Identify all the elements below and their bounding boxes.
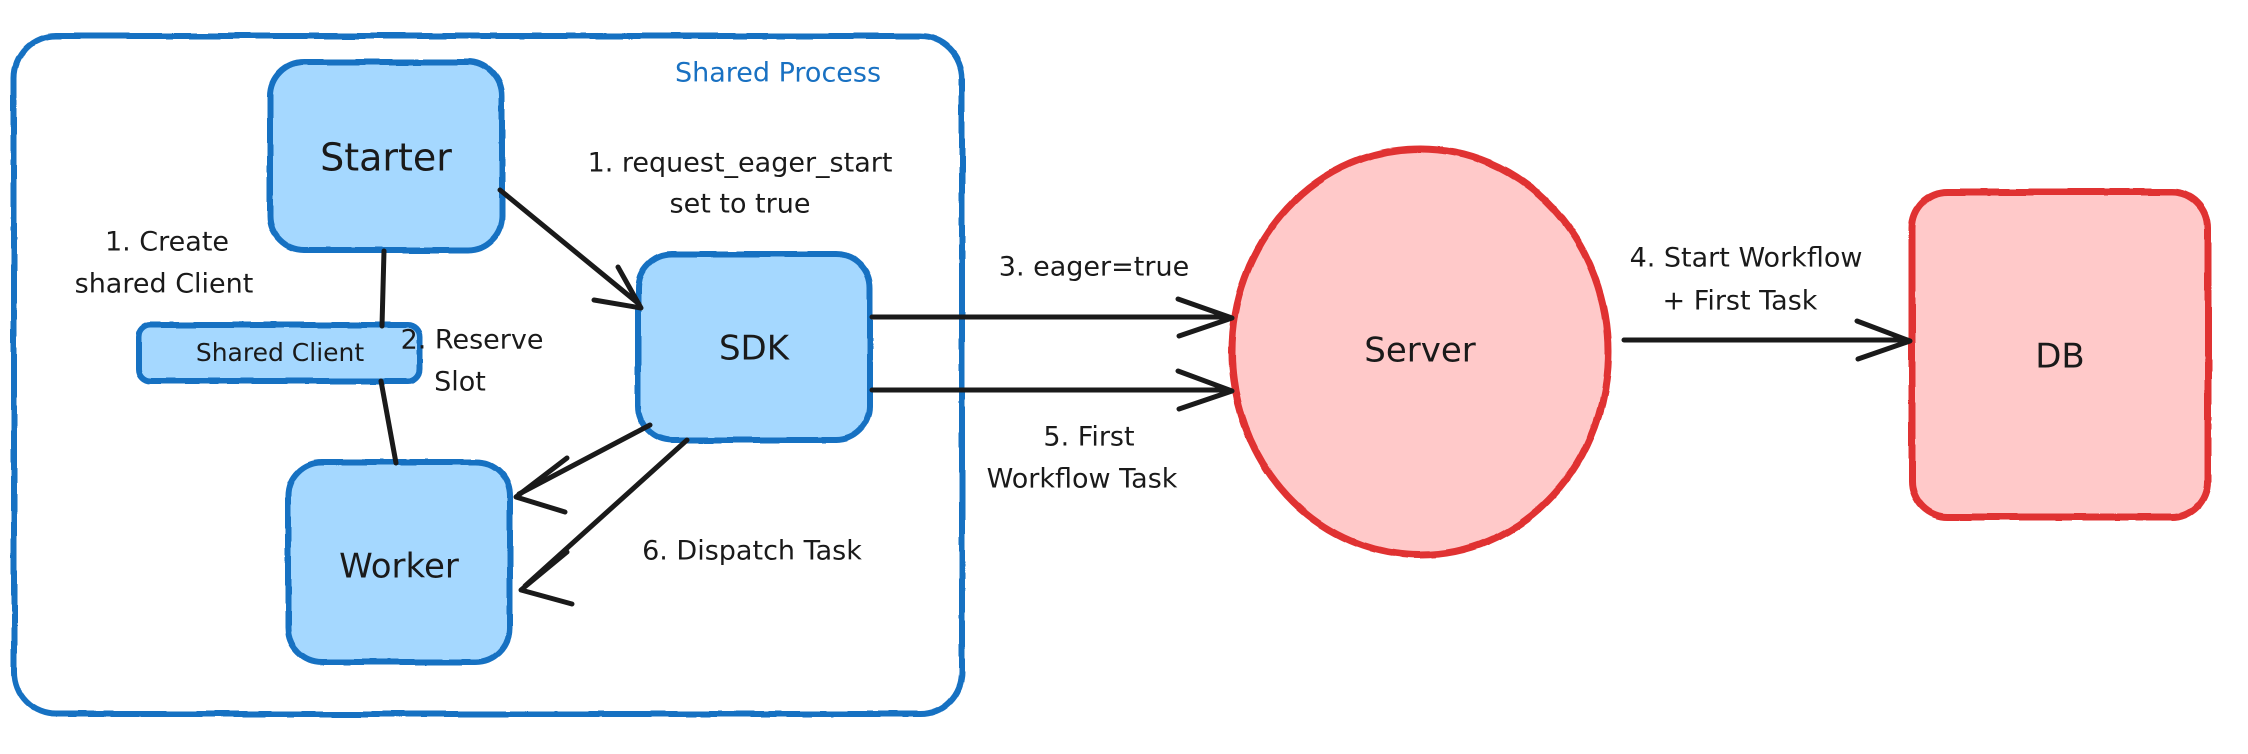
label-create-shared-client-line1: 1. Create — [105, 227, 229, 258]
connector-starter-shared-client — [379, 248, 387, 329]
node-worker[interactable] — [285, 459, 513, 665]
arrow-sdk-to-server-first-task — [869, 368, 1235, 412]
label-start-workflow-line2: + First Task — [1663, 286, 1818, 317]
node-sdk[interactable] — [635, 251, 873, 443]
db-label: DB — [2035, 337, 2085, 377]
shared-client-box[interactable] — [136, 322, 423, 384]
label-start-workflow-line1: 4. Start Workflow — [1630, 243, 1863, 274]
arrow-sdk-to-server-eager — [869, 296, 1235, 339]
arrow-sdk-to-worker-dispatch — [518, 437, 690, 607]
label-request-eager-start-line1: 1. request_eager_start — [588, 148, 893, 179]
label-reserve-slot-line1: 2. Reserve — [401, 325, 544, 356]
starter-label: Starter — [320, 136, 452, 180]
label-request-eager-start-line2: set to true — [670, 189, 811, 220]
arrow-server-to-db — [1621, 318, 1913, 362]
worker-box[interactable] — [285, 459, 513, 665]
node-db[interactable] — [1908, 188, 2212, 521]
db-box[interactable] — [1908, 188, 2212, 521]
label-reserve-slot-line2: Slot — [434, 367, 486, 398]
sdk-label: SDK — [719, 329, 791, 369]
node-server[interactable] — [1228, 145, 1612, 559]
worker-label: Worker — [339, 547, 459, 587]
shared-process-container — [11, 33, 965, 717]
label-dispatch-task: 6. Dispatch Task — [642, 536, 862, 567]
connector-shared-client-worker — [378, 378, 399, 466]
label-create-shared-client-line2: shared Client — [75, 269, 254, 300]
shared-process-label: Shared Process — [675, 58, 881, 89]
label-eager-true: 3. eager=true — [999, 252, 1189, 283]
arrow-sdk-to-worker-reserve — [513, 422, 653, 515]
server-ellipse[interactable] — [1228, 145, 1612, 559]
shared-client-label: Shared Client — [196, 338, 365, 367]
label-first-workflow-task-line2: Workflow Task — [987, 464, 1178, 495]
label-first-workflow-task-line1: 5. First — [1043, 422, 1134, 453]
shared-process-border — [11, 33, 965, 717]
node-shared-client[interactable] — [136, 322, 423, 384]
sdk-box[interactable] — [635, 251, 873, 443]
arrow-starter-to-sdk — [497, 187, 644, 311]
server-label: Server — [1364, 331, 1476, 371]
